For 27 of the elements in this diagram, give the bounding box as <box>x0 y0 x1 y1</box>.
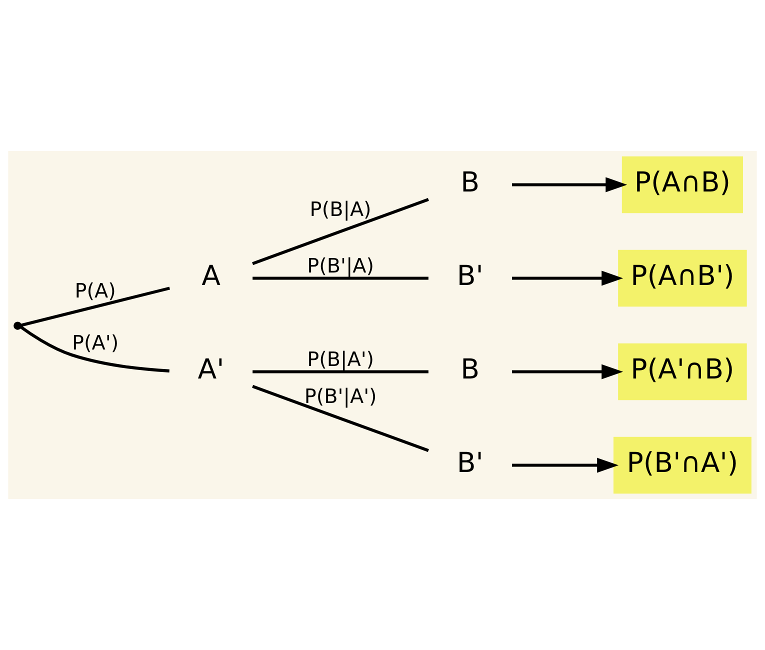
node-text: B' <box>456 446 484 480</box>
node-text: B <box>460 165 480 198</box>
edge-label: P(B|A') <box>307 348 374 372</box>
node-text: B' <box>456 258 484 292</box>
edge-label: P(B'|A') <box>304 385 377 408</box>
edge-label: P(B'|A) <box>307 254 374 278</box>
connector <box>252 198 429 266</box>
node-text: A <box>202 258 220 292</box>
node-box: P(A'∩B) <box>618 343 747 400</box>
node-text: B <box>460 352 480 386</box>
node-box: P(A∩B') <box>618 250 747 307</box>
connector <box>20 286 170 327</box>
connector <box>252 276 428 280</box>
arrow <box>512 177 628 192</box>
arrow <box>512 458 619 473</box>
connector <box>20 326 170 372</box>
node-box: P(A∩B) <box>622 156 744 214</box>
edge-label: P(A') <box>72 331 119 354</box>
connector <box>252 370 428 374</box>
node-point <box>14 322 22 330</box>
edge-label: P(B|A) <box>310 198 372 221</box>
node-box: P(B'∩A') <box>613 436 752 494</box>
node-text: A' <box>198 352 224 386</box>
connector <box>252 384 429 452</box>
arrow <box>512 270 624 286</box>
edge-label: P(A) <box>74 279 116 302</box>
arrow <box>512 364 624 380</box>
